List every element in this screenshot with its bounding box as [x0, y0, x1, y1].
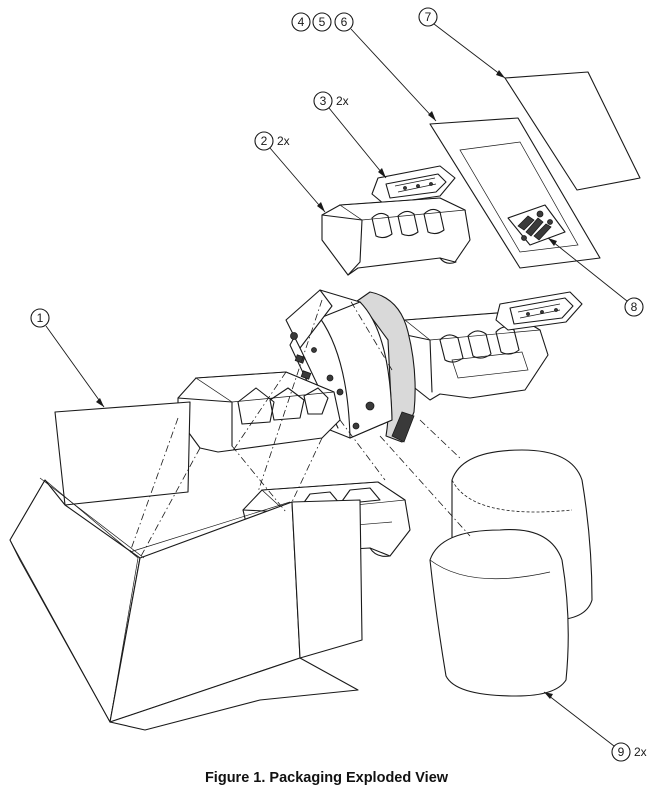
callout-1: 1 — [30, 308, 50, 328]
callout-3-qty: 2x — [336, 94, 349, 108]
leader-9 — [543, 691, 615, 747]
svg-text:5: 5 — [319, 15, 326, 29]
leader-1-arrowhead — [96, 398, 104, 407]
callout-3: 3 — [313, 91, 333, 111]
item-2-foam-cradle-right — [384, 311, 549, 401]
item-9-foam-rolls — [429, 449, 593, 697]
svg-text:6: 6 — [341, 15, 348, 29]
leader-7 — [433, 23, 506, 79]
item-3-end-insert — [371, 165, 456, 205]
leader-3-arrowhead — [378, 168, 386, 178]
leader-7-arrowhead — [496, 70, 505, 78]
callout-8: 8 — [624, 297, 644, 317]
callout-2: 2 — [254, 131, 274, 151]
leader-2 — [269, 147, 326, 213]
svg-text:8: 8 — [631, 300, 638, 314]
callout-2-qty: 2x — [277, 134, 290, 148]
leader-8 — [547, 237, 628, 302]
item-2-foam-cradle-top — [321, 197, 471, 276]
item-4-5-6-bag-assembly — [429, 117, 601, 269]
callout-6: 6 — [334, 12, 354, 32]
leader-2-arrowhead — [317, 202, 325, 212]
callout-5: 5 — [312, 12, 332, 32]
leader-4-5-6-arrowhead — [428, 111, 436, 121]
svg-text:7: 7 — [425, 10, 432, 24]
item-3-end-insert-right — [495, 291, 583, 331]
svg-text:1: 1 — [37, 311, 44, 325]
leader-8-arrowhead — [548, 238, 557, 246]
leader-9-arrowhead — [544, 692, 553, 699]
item-1-shipping-box — [9, 401, 363, 731]
assembly-lines — [129, 299, 471, 559]
svg-text:3: 3 — [320, 94, 327, 108]
leader-4-5-6 — [350, 28, 437, 122]
svg-text:4: 4 — [298, 15, 305, 29]
leader-3 — [328, 107, 387, 179]
callout-7: 7 — [418, 7, 438, 27]
svg-text:2: 2 — [261, 134, 268, 148]
item-8-small-parts — [507, 204, 566, 246]
item-7-document-sheet — [504, 71, 641, 191]
leader-1 — [45, 325, 105, 408]
svg-text:9: 9 — [618, 745, 625, 759]
figure-caption: Figure 1. Packaging Exploded View — [204, 770, 449, 786]
callout-9: 9 — [611, 742, 631, 762]
callout-4: 4 — [291, 12, 311, 32]
callout-9-qty: 2x — [634, 745, 647, 759]
